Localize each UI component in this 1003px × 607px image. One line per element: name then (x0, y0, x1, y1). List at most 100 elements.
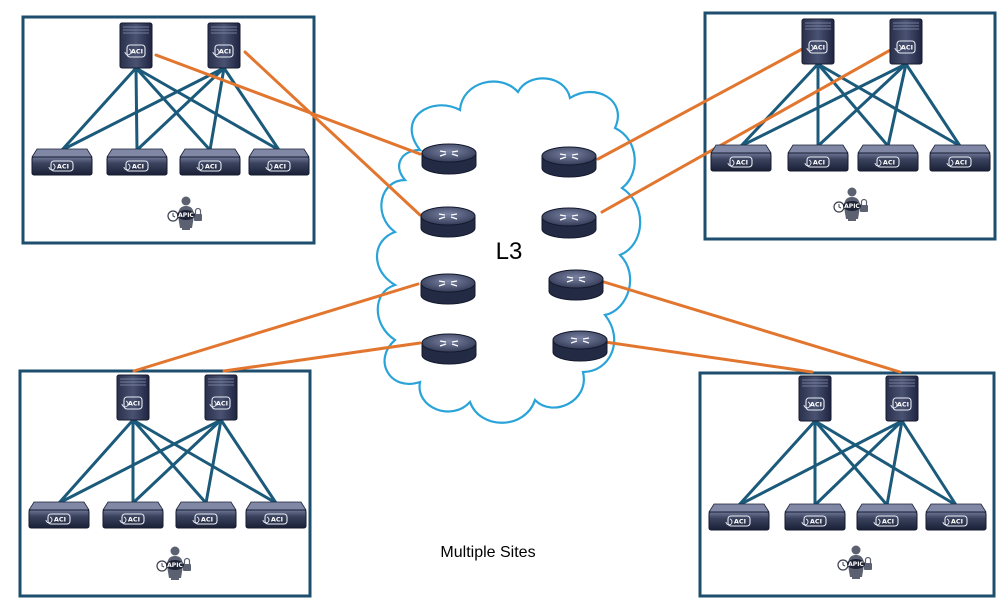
aci-label: ACI (955, 158, 967, 166)
spine-switch-icon: ACI (889, 18, 923, 65)
wan-links (132, 45, 902, 374)
leaf-switch-icon: ACI (708, 503, 770, 531)
fabric-link (57, 418, 223, 505)
aci-label: ACI (54, 515, 66, 523)
leaf-switch-icon: ACI (31, 148, 93, 176)
fabric-link (131, 418, 208, 505)
router-icon (541, 146, 597, 178)
leaf-switch-icon: ACI (245, 501, 307, 529)
aci-label: ACI (810, 517, 822, 525)
fabric-link (222, 66, 281, 152)
leaf-switch-icon: ACI (856, 503, 918, 531)
fabric-link (900, 419, 958, 507)
aci-label: ACI (205, 162, 217, 170)
spine-switch-icon: ACI (207, 22, 241, 69)
fabric-link (134, 66, 139, 152)
spine-switch-icon: ACI (801, 18, 835, 65)
leaf-switch-icon: ACI (710, 144, 772, 172)
router-icon (421, 143, 477, 175)
apic-controller-icon: APIC (837, 545, 872, 579)
site-box (698, 371, 996, 598)
fabric-link (219, 418, 278, 505)
site-box (21, 15, 316, 245)
fabric-link (813, 419, 958, 507)
leaf-switch-icon: ACI (175, 501, 237, 529)
leaf-switch-icon: ACI (929, 144, 991, 172)
wan-link (243, 50, 422, 217)
router-icon (548, 269, 604, 301)
fabric-link (134, 66, 212, 152)
router-icon (552, 330, 608, 362)
spine-switch-icon: ACI (204, 374, 238, 421)
fabric-link (739, 62, 908, 148)
fabric-link (813, 419, 889, 507)
leaf-switch-icon: ACI (784, 503, 846, 531)
router-icon (541, 207, 597, 239)
apic-label: APIC (178, 212, 194, 219)
spine-switch-icon: ACI (798, 375, 832, 422)
leaf-switch-icon: ACI (102, 501, 164, 529)
apic-controller-icon: APIC (167, 196, 202, 230)
wan-link (222, 341, 422, 373)
aci-label: ACI (219, 47, 231, 55)
leaf-switch-icon: ACI (106, 148, 168, 176)
fabric-link (57, 418, 135, 505)
leaf-switch-icon: ACI (248, 148, 310, 176)
aci-label: ACI (734, 517, 746, 525)
aci-label: ACI (951, 517, 963, 525)
fabric-link (816, 62, 890, 148)
diagram-caption: Multiple Sites (440, 544, 535, 561)
wan-link (603, 340, 814, 374)
devices: ACI ACI ACI ACI ACI ACI APIC ACI ACI ACI ACI ACI ACI… (28, 18, 991, 580)
fabric-link (816, 62, 908, 148)
aci-label: ACI (813, 158, 825, 166)
fabric-link (60, 66, 138, 152)
spine-switch-icon: ACI (116, 374, 150, 421)
router-icon (421, 333, 477, 365)
fabric-link (135, 66, 226, 152)
aci-label: ACI (216, 399, 228, 407)
fabric-link (737, 419, 904, 507)
fabric-link (131, 418, 278, 505)
aci-label: ACI (897, 400, 909, 408)
aci-label: ACI (131, 47, 143, 55)
router-icon (420, 273, 476, 305)
apic-label: APIC (167, 562, 183, 569)
fabric-link (208, 66, 226, 152)
aci-label: ACI (57, 162, 69, 170)
aci-label: ACI (883, 158, 895, 166)
router-icon (420, 206, 476, 238)
aci-label: ACI (813, 43, 825, 51)
aci-label: ACI (128, 399, 140, 407)
aci-label: ACI (274, 162, 286, 170)
wan-link (596, 45, 808, 161)
spine-switch-icon: ACI (119, 22, 153, 69)
fabric-link (204, 418, 223, 505)
aci-label: ACI (901, 43, 913, 51)
leaf-switch-icon: ACI (925, 503, 987, 531)
fabric-link (904, 62, 962, 148)
fabric-links (57, 62, 962, 507)
wan-link (602, 280, 902, 374)
spine-switch-icon: ACI (885, 375, 919, 422)
aci-label: ACI (271, 515, 283, 523)
apic-controller-icon: APIC (156, 546, 191, 580)
aci-label: ACI (736, 158, 748, 166)
aci-label: ACI (201, 515, 213, 523)
aci-label: ACI (882, 517, 894, 525)
apic-controller-icon: APIC (833, 187, 868, 221)
wan-link (600, 46, 896, 214)
fabric-link (813, 419, 904, 507)
aci-label: ACI (132, 162, 144, 170)
apic-label: APIC (848, 561, 864, 568)
aci-label: ACI (128, 515, 140, 523)
wan-link (132, 282, 420, 373)
fabric-link (739, 62, 820, 148)
fabric-link (134, 66, 281, 152)
leaf-switch-icon: ACI (787, 144, 849, 172)
leaf-switch-icon: ACI (857, 144, 919, 172)
leaf-switch-icon: ACI (179, 148, 241, 176)
aci-label: ACI (810, 400, 822, 408)
fabric-link (131, 418, 223, 505)
